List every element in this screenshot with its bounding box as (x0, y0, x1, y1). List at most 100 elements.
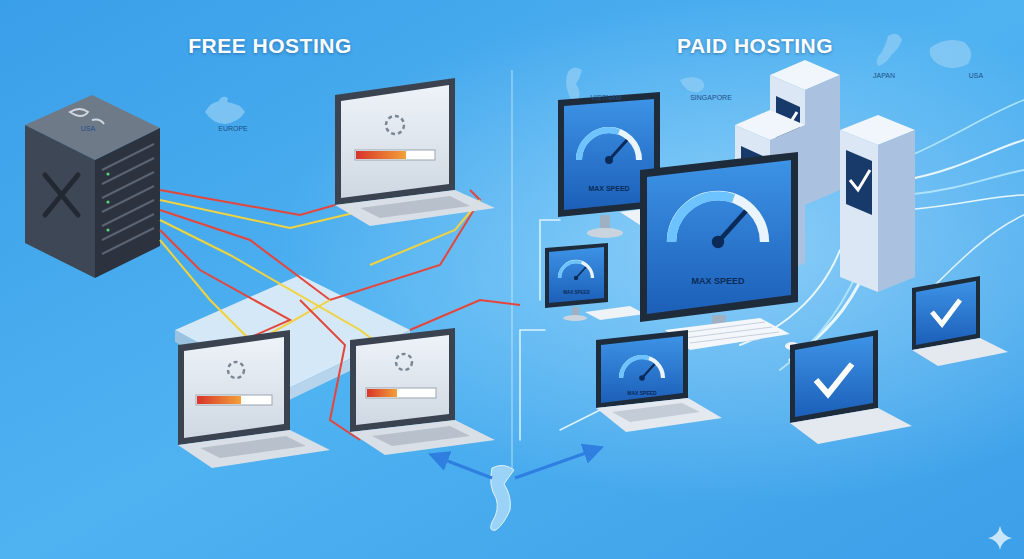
fast-monitor (574, 276, 578, 280)
divider-line (511, 70, 512, 470)
fast-laptop (932, 300, 960, 324)
fast-laptop (596, 330, 688, 408)
fast-monitor (545, 243, 645, 321)
sparkle-mark (988, 526, 1012, 550)
server-rack (106, 200, 109, 203)
map-label: JAPAN (873, 72, 895, 79)
slow-laptop (350, 328, 455, 432)
slow-laptop (178, 330, 290, 445)
fast-monitor (585, 306, 645, 320)
fast-laptop (912, 338, 1008, 366)
server-rack (102, 228, 154, 254)
fast-laptop (601, 336, 683, 403)
slow-laptop (178, 430, 330, 468)
fast-monitor (587, 228, 623, 238)
fast-monitor (563, 315, 587, 321)
slow-connection (160, 190, 520, 440)
map-silhouette (566, 67, 582, 100)
fast-monitor (647, 160, 791, 314)
map-label: SINGAPORE (690, 94, 732, 101)
slow-laptop (350, 328, 495, 455)
fast-laptop (912, 276, 980, 350)
server-rack (102, 172, 154, 198)
fast-monitor (560, 262, 593, 279)
vietnam-map (491, 465, 514, 530)
fast-monitor (640, 152, 798, 322)
fast-laptop (790, 330, 878, 423)
slow-laptop (356, 335, 449, 425)
screen-box: MAX SPEED (602, 378, 682, 396)
fast-laptop (790, 408, 912, 444)
slow-laptop (200, 436, 306, 458)
slow-laptop (355, 150, 435, 160)
server-tower (846, 150, 872, 215)
server-rack (106, 172, 109, 231)
slow-laptop (386, 116, 404, 134)
fast-monitor (685, 327, 772, 338)
slow-connection (160, 240, 250, 340)
server-rack (70, 109, 104, 124)
fast-monitor (640, 152, 799, 350)
fast-monitor (718, 211, 746, 242)
map-label: VIETNAM (590, 94, 621, 101)
fast-connection (520, 100, 1024, 440)
slow-laptop (335, 78, 495, 226)
screen-box: MAX SPEED (566, 160, 652, 192)
slow-laptop (356, 151, 406, 159)
fast-monitor (712, 236, 724, 248)
fast-laptop (612, 403, 700, 422)
slow-laptop (360, 196, 470, 218)
fast-monitor (672, 196, 765, 243)
fast-laptop (596, 398, 722, 432)
fast-laptop (642, 364, 655, 378)
fast-monitor (680, 322, 779, 343)
server-rack (25, 95, 160, 278)
slow-connection (160, 220, 380, 345)
slow-laptop (335, 190, 495, 226)
fast-laptop (790, 330, 912, 444)
server-rack (106, 172, 109, 175)
fast-connection (905, 170, 1024, 195)
fast-laptop (621, 357, 663, 381)
map-silhouette (218, 97, 228, 106)
slow-laptop (197, 396, 241, 404)
server-tower (850, 170, 870, 190)
map-label: USA (969, 72, 983, 79)
fast-monitor (672, 196, 765, 249)
panel-heading: PAID HOSTING (677, 35, 833, 56)
slow-laptop (372, 426, 470, 446)
fast-monitor (545, 243, 608, 308)
slow-laptop (196, 395, 272, 405)
fast-monitor (609, 140, 627, 160)
slow-laptop (396, 354, 412, 370)
server-rack (102, 214, 154, 240)
slow-laptop (367, 389, 397, 397)
vietnam-map (491, 465, 514, 530)
fast-laptop (795, 336, 873, 417)
route-arrow (515, 448, 600, 478)
server-rack (102, 144, 154, 170)
map-silhouette (877, 34, 902, 66)
slow-laptop (341, 85, 449, 198)
speed-label: MAX SPEED (691, 277, 744, 286)
slow-laptop (228, 362, 244, 378)
speed-label: MAX SPEED (588, 185, 629, 192)
server-rack (45, 175, 78, 215)
slow-connection (410, 300, 520, 330)
server-tower (805, 75, 840, 205)
fast-laptop (816, 364, 852, 394)
map-label: EUROPE (218, 125, 248, 132)
slow-laptop (178, 330, 330, 468)
panel-heading: FREE HOSTING (188, 35, 352, 56)
fast-connection (905, 195, 1024, 210)
slow-laptop (350, 420, 495, 455)
server-rack (95, 128, 160, 278)
speed-label: MAX SPEED (627, 391, 656, 396)
fast-monitor (579, 130, 639, 164)
fast-connection (900, 100, 1024, 160)
fast-monitor (680, 322, 765, 333)
